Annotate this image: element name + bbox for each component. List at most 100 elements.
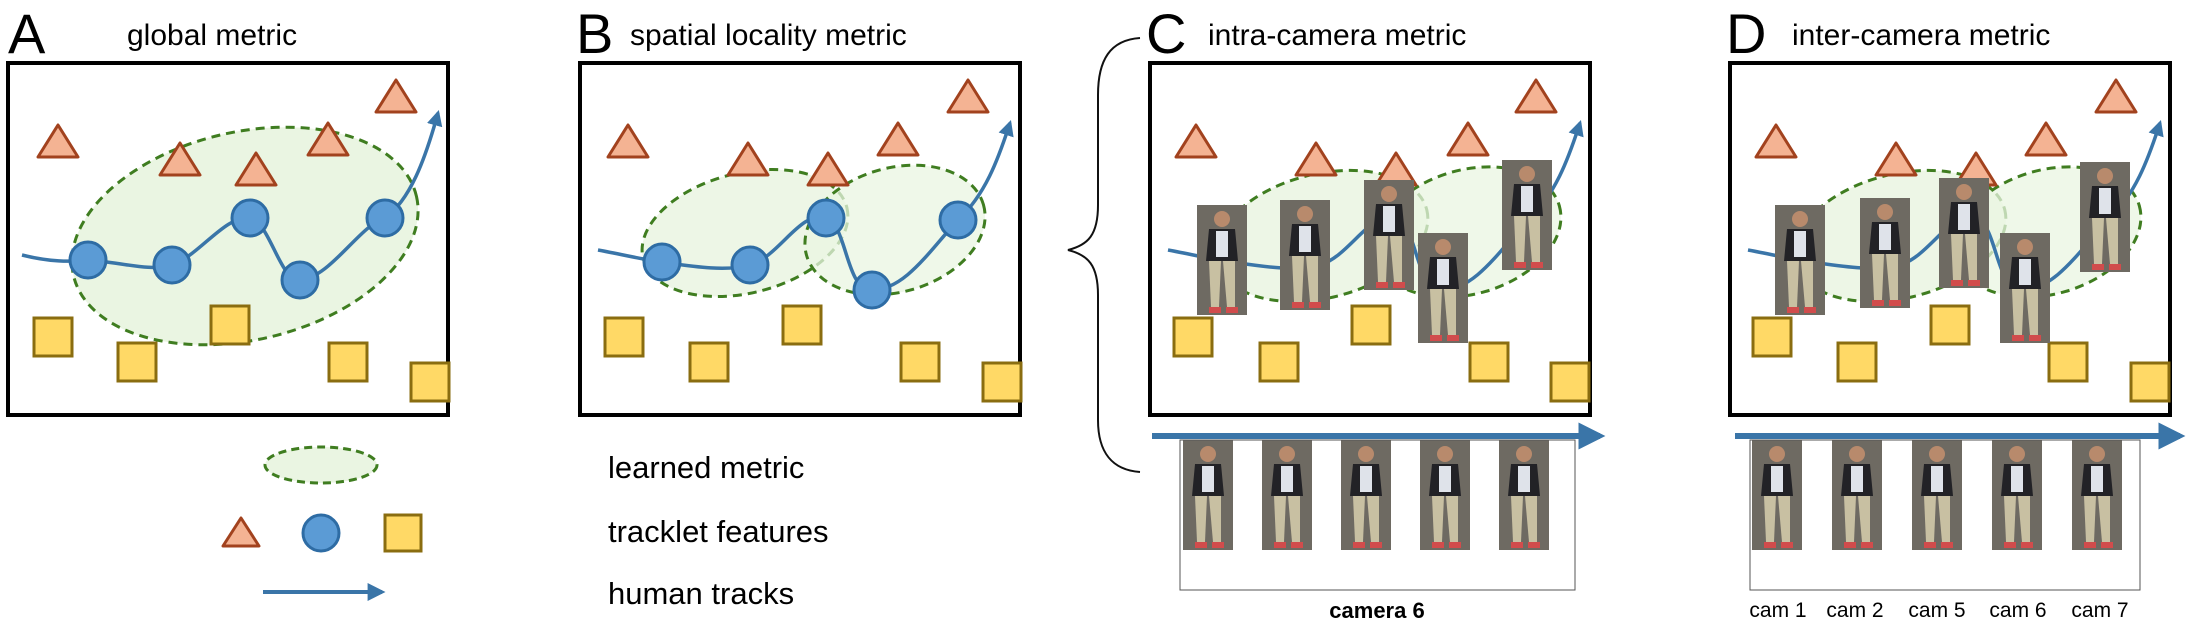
cam-label: cam 1: [1749, 599, 1806, 622]
cam-label: cam 7: [2071, 599, 2128, 622]
tracklet-feature-circle: [230, 198, 270, 238]
inter-camera-frame: [1992, 440, 2042, 550]
cam-label: cam 5: [1908, 599, 1965, 622]
legend-circle-marker: [301, 513, 341, 553]
triangle-marker: [876, 121, 920, 157]
square-marker: [899, 341, 941, 383]
square-marker: [2047, 341, 2089, 383]
triangle-marker: [234, 151, 278, 187]
tracklet-image: [1860, 198, 1910, 308]
tracklet-feature-circle: [152, 245, 192, 285]
tracklet-feature-circles: [68, 198, 405, 300]
square-marker: [1836, 341, 1878, 383]
square-marker: [32, 316, 74, 358]
panel-letter-a: A: [8, 2, 46, 65]
panel-letter-b: B: [576, 2, 613, 65]
triangle-marker: [946, 78, 990, 114]
tracklet-image: [1280, 200, 1330, 310]
legend-triangle-marker: [221, 516, 261, 548]
triangle-marker: [726, 141, 770, 177]
triangle-marker: [2024, 121, 2068, 157]
tracklet-image: [1418, 233, 1468, 343]
camera-6-frame: [1262, 440, 1312, 550]
panel-letter-c: C: [1146, 2, 1186, 65]
triangle-marker: [606, 123, 650, 159]
triangle-marker: [158, 141, 202, 177]
triangle-marker: [36, 123, 80, 159]
tracklet-image: [1939, 178, 1989, 288]
panel-title-a: global metric: [127, 19, 297, 52]
triangle-marker: [2094, 78, 2138, 114]
square-markers: [1751, 304, 2171, 403]
panel-b: [578, 61, 1023, 417]
triangle-marker: [1874, 141, 1918, 177]
tracklet-feature-circle: [806, 198, 846, 238]
inter-camera-strip-border: [1749, 439, 2141, 591]
square-marker: [327, 341, 369, 383]
tracklet-image: [2000, 233, 2050, 343]
camera-6-frame: [1341, 440, 1391, 550]
square-marker: [688, 341, 730, 383]
square-marker: [1172, 316, 1214, 358]
square-marker: [1751, 316, 1793, 358]
triangle-marker: [374, 78, 418, 114]
camera-6-frame: [1499, 440, 1549, 550]
tracklet-feature-circle: [365, 198, 405, 238]
triangle-markers: [606, 78, 990, 187]
legend-features-label: tracklet features: [608, 514, 829, 549]
camera-6-frame: [1183, 440, 1233, 550]
square-marker: [603, 316, 645, 358]
tracklet-image: [1364, 180, 1414, 290]
legend-square-marker: [383, 513, 423, 553]
inter-camera-frame: [1912, 440, 1962, 550]
panel-title-c: intra-camera metric: [1208, 19, 1466, 52]
triangle-markers: [1174, 78, 1558, 187]
camera-6-strip-border: [1179, 439, 1576, 591]
tracklet-image: [1197, 205, 1247, 315]
panel-title-d: inter-camera metric: [1792, 19, 2050, 52]
tracklet-feature-circle: [852, 270, 892, 310]
square-marker: [2129, 361, 2171, 403]
camera-6-frame: [1420, 440, 1470, 550]
curly-brace: [1067, 37, 1141, 473]
camera-6-image-strip: [1179, 439, 1576, 591]
tracklet-image: [1775, 205, 1825, 315]
legend-metric-ellipse: [263, 445, 379, 485]
tracklet-image: [2080, 162, 2130, 272]
tracklet-feature-circle: [68, 240, 108, 280]
tracklet-feature-circle: [938, 200, 978, 240]
inter-camera-frame: [1832, 440, 1882, 550]
panel-a: [6, 61, 451, 417]
legend-metric-label: learned metric: [608, 450, 804, 485]
tracklet-feature-circle: [642, 242, 682, 282]
square-marker: [781, 304, 823, 346]
square-marker: [981, 361, 1023, 403]
panel-title-b: spatial locality metric: [630, 19, 907, 52]
camera-6-caption: camera 6: [1329, 598, 1424, 623]
triangle-marker: [306, 121, 350, 157]
square-marker: [1350, 304, 1392, 346]
triangle-marker: [806, 151, 850, 187]
inter-camera-frame: [1752, 440, 1802, 550]
square-markers: [603, 304, 1023, 403]
square-marker: [209, 304, 251, 346]
cam-label: cam 2: [1826, 599, 1883, 622]
panel-letter-d: D: [1726, 2, 1766, 65]
legend: learned metric tracklet features human t…: [221, 445, 829, 611]
panel-c: camera 6: [1148, 61, 1606, 623]
tracklet-image: [1502, 160, 1552, 270]
triangle-marker: [1514, 78, 1558, 114]
tracklet-feature-circles: [642, 198, 978, 310]
panel-d: cam 1 cam 2 cam 5 cam 6 cam 7: [1728, 61, 2186, 622]
legend-tracks-label: human tracks: [608, 576, 794, 611]
triangle-markers: [1754, 78, 2138, 187]
square-markers: [32, 304, 451, 403]
triangle-markers: [36, 78, 418, 187]
square-marker: [1549, 361, 1591, 403]
square-markers: [1172, 304, 1591, 403]
tracklet-feature-circle: [730, 245, 770, 285]
triangle-marker: [1446, 121, 1490, 157]
square-marker: [116, 341, 158, 383]
square-marker: [1468, 341, 1510, 383]
